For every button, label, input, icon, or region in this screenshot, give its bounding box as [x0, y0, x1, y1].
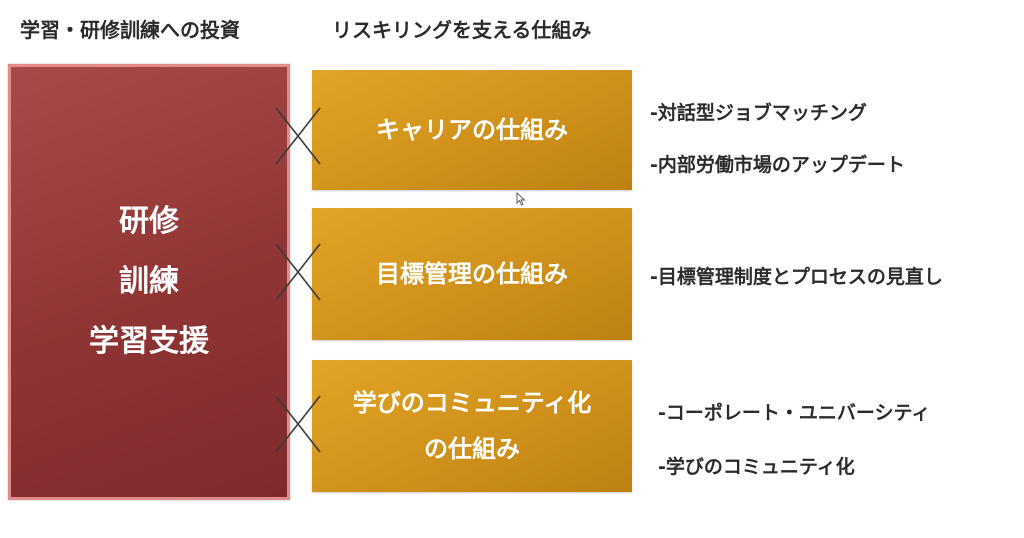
cross-mark-icon: [275, 107, 321, 165]
bullet-job-matching: -対話型ジョブマッチング: [650, 102, 867, 124]
mechanism-box-learning-community: 学びのコミュニティ化 の仕組み: [312, 360, 632, 492]
mechanism-goal-label: 目標管理の仕組み: [376, 260, 568, 288]
investment-line-drill: 訓練: [119, 264, 179, 299]
bullet-learning-community: -学びのコミュニティ化: [658, 456, 855, 478]
bullet-corporate-university: -コーポレート・ユニバーシティ: [658, 402, 931, 424]
bullet-goal-management-review: -目標管理制度とプロセスの見直し: [650, 266, 943, 288]
investment-line-training: 研修: [119, 204, 179, 239]
mechanism-career-label: キャリアの仕組み: [376, 116, 568, 144]
investment-line-learning-support: 学習支援: [89, 324, 209, 359]
mechanism-learning-label-line1: 学びのコミュニティ化: [352, 389, 592, 417]
mechanism-learning-label-line2: の仕組み: [424, 435, 520, 463]
bullet-internal-labor-market: -内部労働市場のアップデート: [650, 154, 905, 176]
header-investment: 学習・研修訓練への投資: [20, 18, 240, 42]
mechanism-box-goal: 目標管理の仕組み: [312, 208, 632, 340]
cross-mark-icon: [275, 243, 321, 301]
mechanism-box-career: キャリアの仕組み: [312, 70, 632, 190]
header-mechanisms: リスキリングを支える仕組み: [332, 18, 592, 42]
cross-mark-icon: [275, 395, 321, 453]
mouse-cursor-icon: [516, 192, 526, 206]
investment-box: 研修 訓練 学習支援: [8, 64, 290, 500]
